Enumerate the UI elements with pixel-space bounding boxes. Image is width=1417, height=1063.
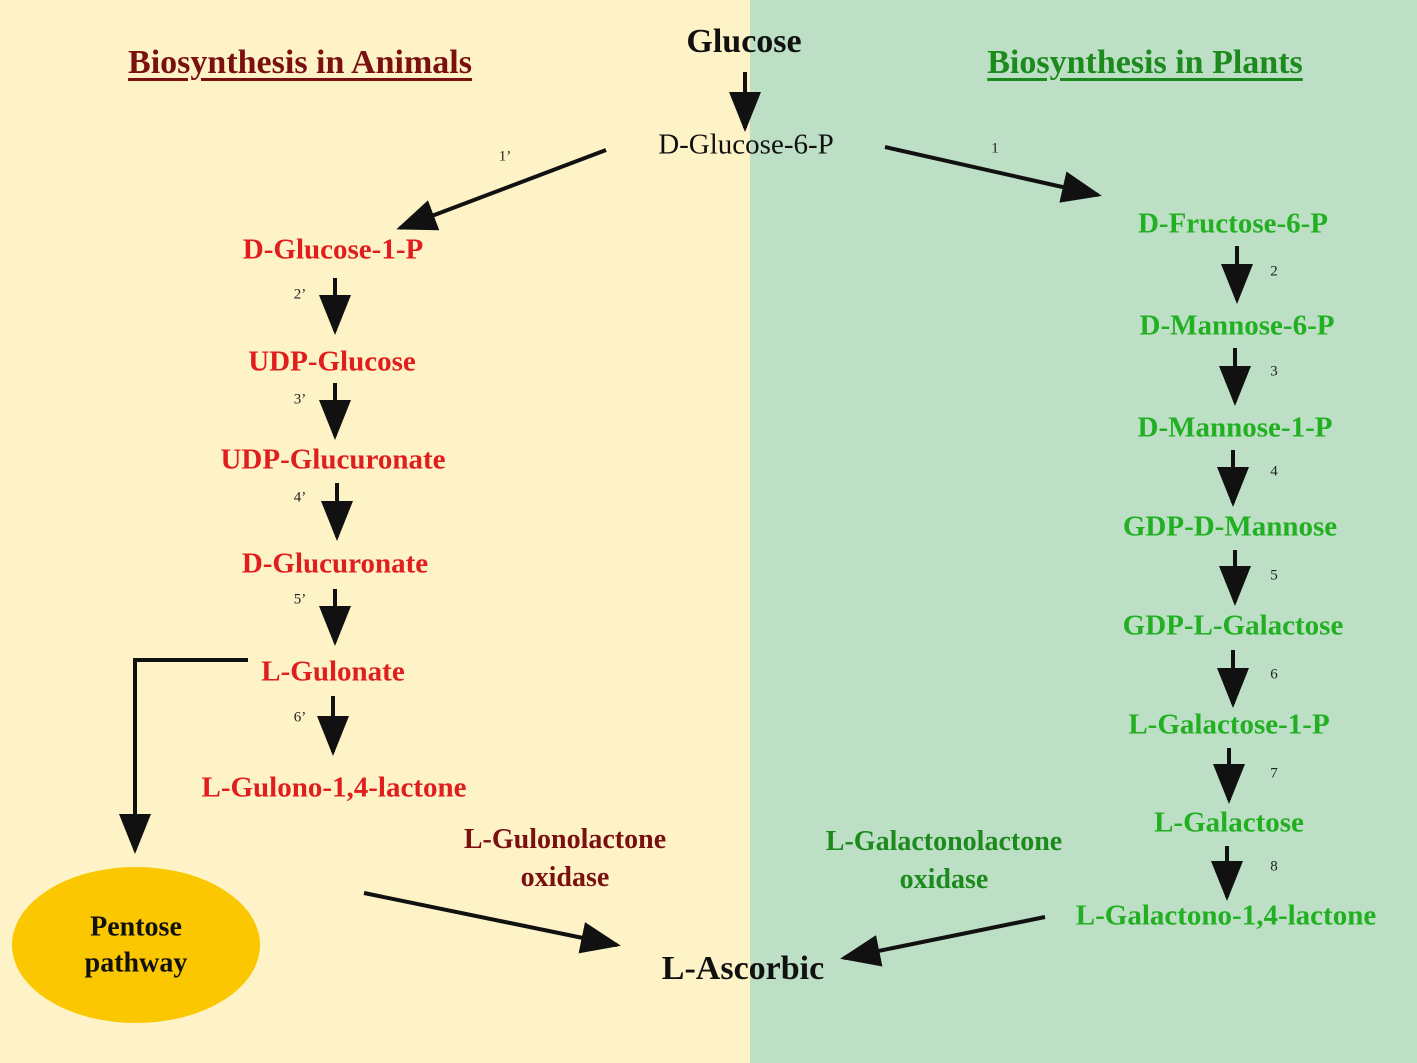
step-label-3prime: 3’ xyxy=(293,391,307,408)
arrow-galactonolactone-to-ascorbic xyxy=(840,915,1046,967)
enzyme-galactonolactone-line1: L-Galactonolactone xyxy=(825,826,1063,858)
enzyme-gulonolactone-line2: oxidase xyxy=(520,862,610,893)
node-d-glucose-1-p: D-Glucose-1-P xyxy=(242,233,424,266)
pentose-pathway-ellipse xyxy=(12,867,260,1023)
node-l-ascorbic: L-Ascorbic xyxy=(661,950,825,987)
step-label-6: 6 xyxy=(1270,666,1278,683)
node-d-glucose-6-p: D-Glucose-6-P xyxy=(658,128,834,161)
enzyme-galactonolactone-oxidase: L-Galactonolactone oxidase xyxy=(826,823,1062,899)
step-label-2prime: 2’ xyxy=(293,286,307,303)
node-l-galactose-1-p: L-Galactose-1-P xyxy=(1128,708,1330,741)
node-gdp-d-mannose: GDP-D-Mannose xyxy=(1122,510,1338,543)
pentose-pathway-label: Pentose pathway xyxy=(85,910,188,983)
enzyme-gulonolactone-oxidase: L-Gulonolactone oxidase xyxy=(464,821,666,897)
step-label-6prime: 6’ xyxy=(293,709,307,726)
node-glucose: Glucose xyxy=(686,23,802,60)
step-label-3: 3 xyxy=(1270,363,1278,380)
step-label-5: 5 xyxy=(1270,567,1278,584)
step-label-4: 4 xyxy=(1270,463,1278,480)
arrow-step-1 xyxy=(884,145,1102,203)
node-d-mannose-6-p: D-Mannose-6-P xyxy=(1139,309,1335,342)
step-label-4prime: 4’ xyxy=(293,489,307,506)
step-label-7: 7 xyxy=(1270,765,1278,782)
pentose-line2: pathway xyxy=(84,948,188,979)
arrow-gulonolactone-to-ascorbic xyxy=(363,891,621,954)
plants-heading: Biosynthesis in Plants xyxy=(987,44,1303,81)
arrow-to-pentose-pathway xyxy=(119,658,248,854)
node-l-galactono-lactone: L-Galactono-1,4-lactone xyxy=(1075,899,1377,932)
enzyme-galactonolactone-line2: oxidase xyxy=(899,864,989,895)
step-label-5prime: 5’ xyxy=(293,591,307,608)
node-udp-glucuronate: UDP-Glucuronate xyxy=(220,443,446,476)
node-d-fructose-6-p: D-Fructose-6-P xyxy=(1137,207,1329,240)
node-udp-glucose: UDP-Glucose xyxy=(248,345,416,378)
animals-heading: Biosynthesis in Animals xyxy=(128,44,472,81)
node-l-galactose: L-Galactose xyxy=(1154,806,1304,839)
arrow-step-1prime xyxy=(396,148,607,231)
node-d-mannose-1-p: D-Mannose-1-P xyxy=(1137,411,1333,444)
step-label-8: 8 xyxy=(1270,858,1278,875)
step-label-1: 1 xyxy=(991,140,999,157)
step-label-1prime: 1’ xyxy=(498,148,512,165)
pentose-line1: Pentose xyxy=(90,911,182,943)
node-l-gulono-lactone: L-Gulono-1,4-lactone xyxy=(201,771,467,804)
node-d-glucuronate: D-Glucuronate xyxy=(241,547,429,580)
step-label-2: 2 xyxy=(1270,263,1278,280)
enzyme-gulonolactone-line1: L-Gulonolactone xyxy=(463,824,667,856)
node-l-gulonate: L-Gulonate xyxy=(261,655,405,688)
node-gdp-l-galactose: GDP-L-Galactose xyxy=(1122,609,1344,642)
